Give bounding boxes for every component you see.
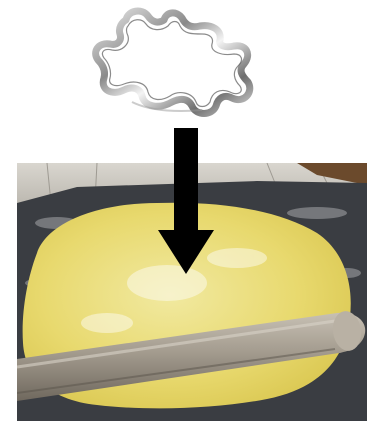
- wood-edge: [297, 163, 367, 185]
- cookie-cutter-icon: [92, 6, 258, 118]
- arrow-shape: [158, 128, 214, 274]
- cookie-cutter-shape: [92, 7, 254, 117]
- arrow-down-icon: [158, 128, 214, 274]
- dough-photo: [17, 163, 367, 421]
- rolling-pin: [17, 311, 366, 401]
- dough-photo-scene: [17, 163, 367, 421]
